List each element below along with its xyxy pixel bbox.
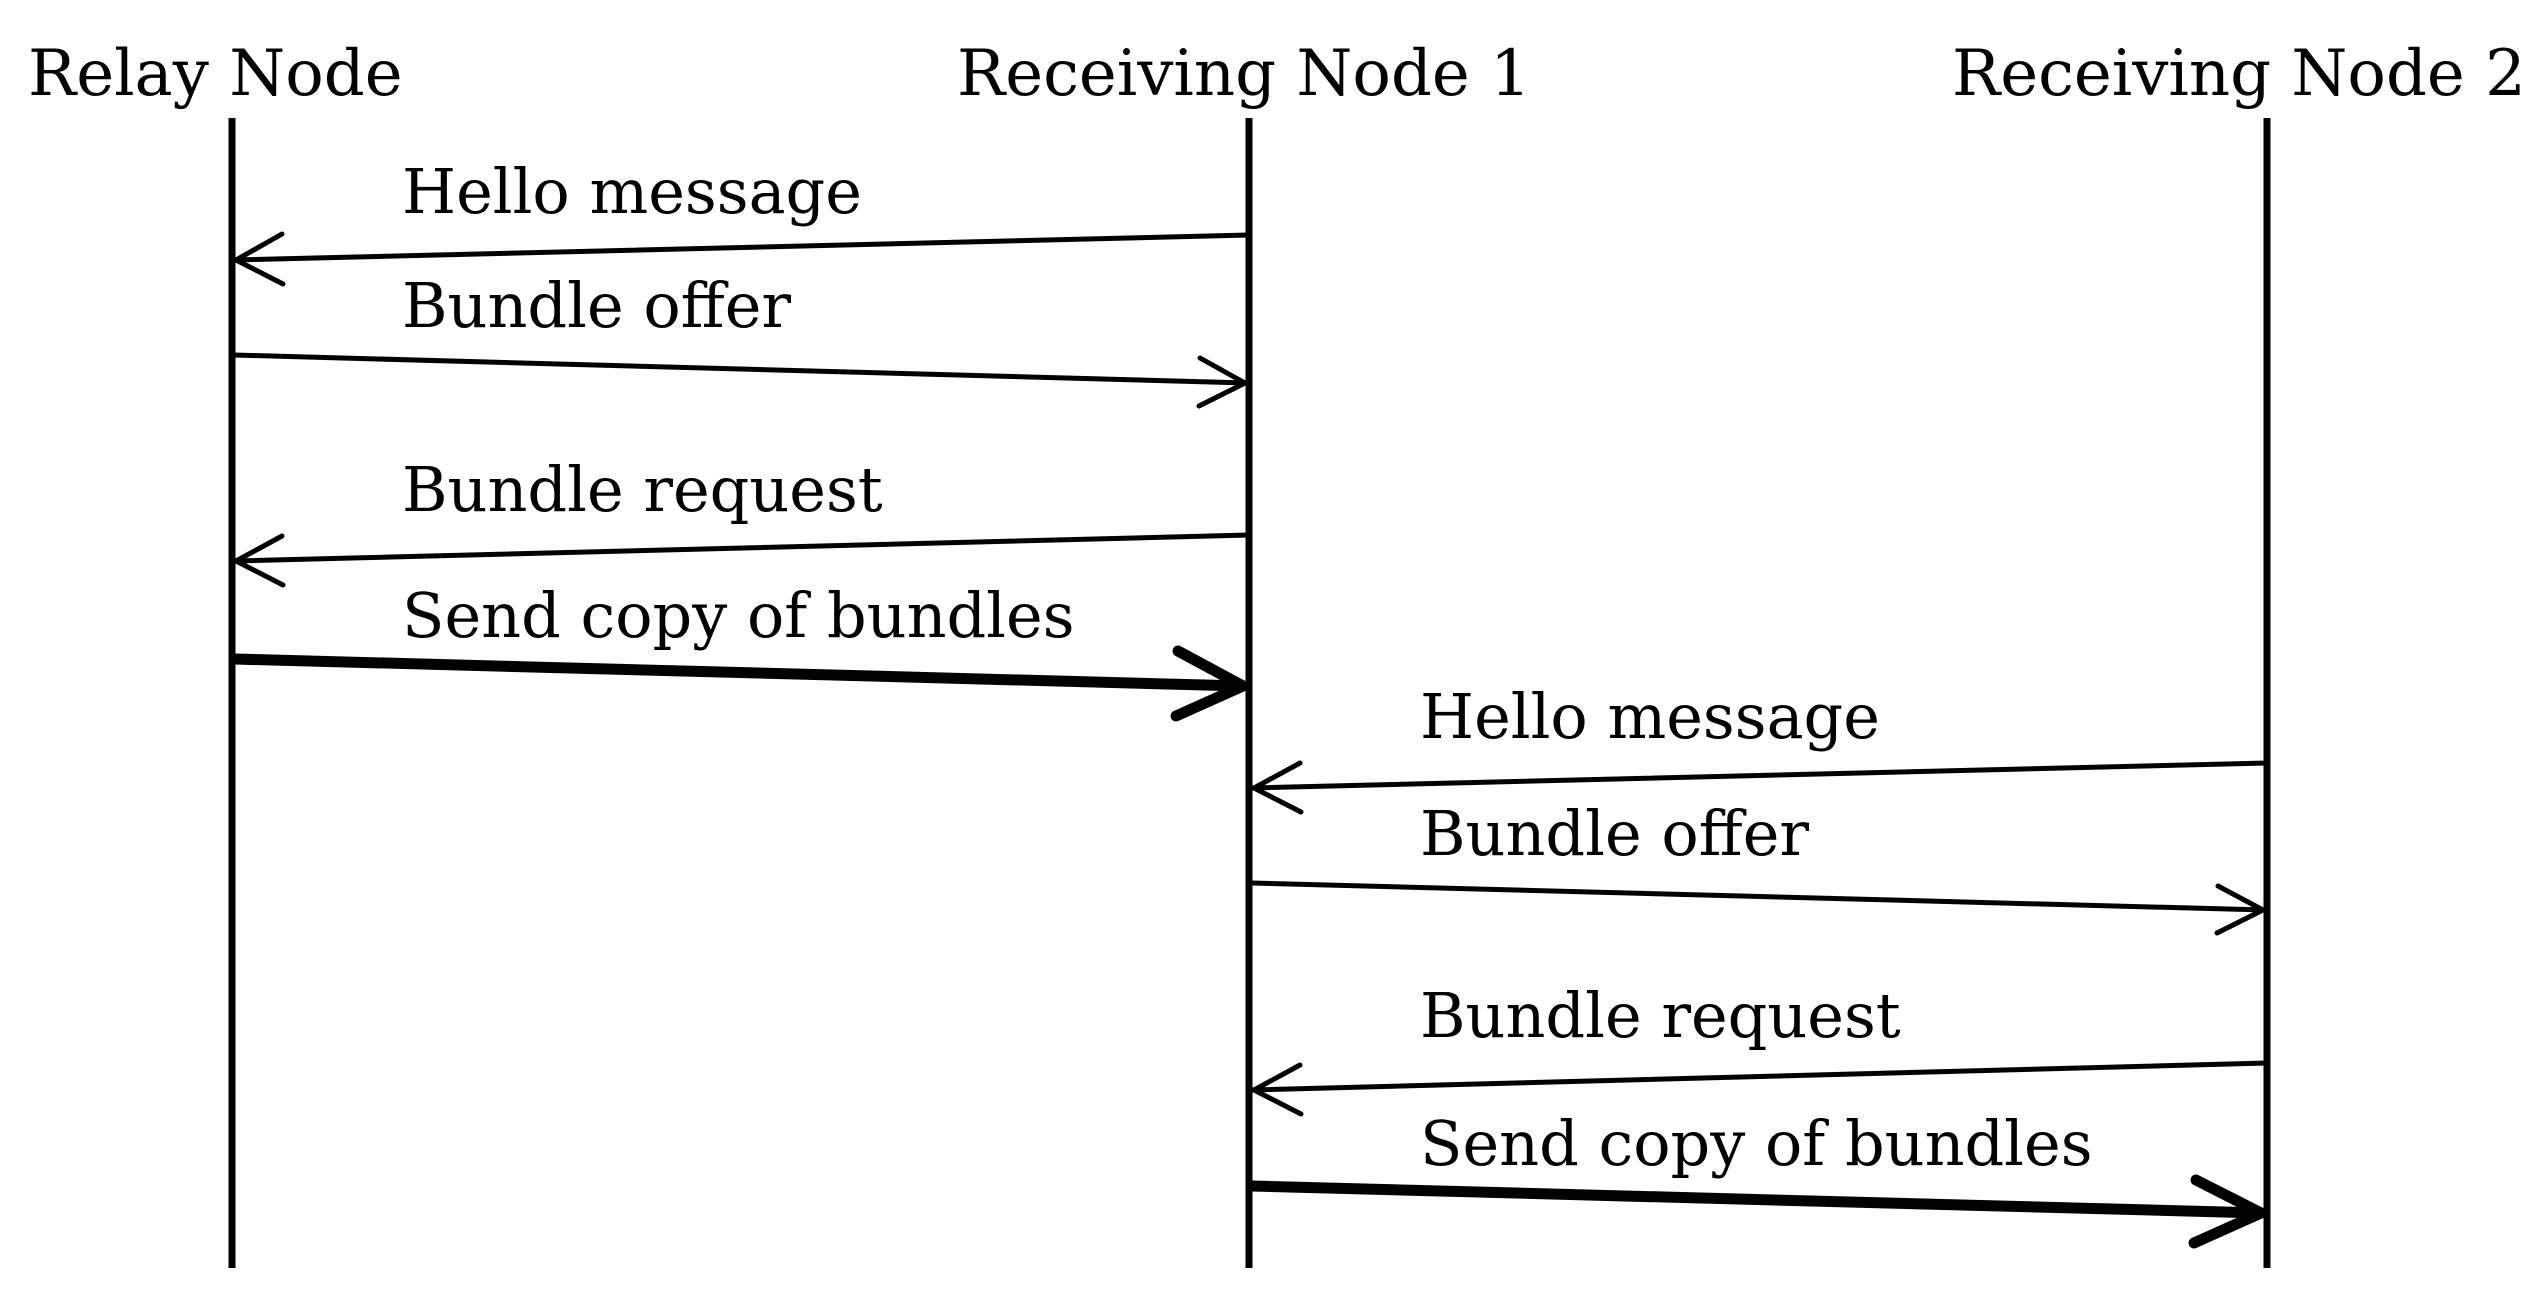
message-arrow: [231, 532, 1252, 564]
arrowhead-icon: [233, 533, 286, 588]
arrowhead-icon: [1170, 645, 1249, 722]
message-bundle-offer-1: Bundle offer: [231, 269, 1250, 409]
message-hello-1: Hello message: [231, 155, 1252, 287]
arrowhead-icon: [1196, 355, 1248, 409]
message-label: Bundle offer: [1420, 797, 1809, 870]
message-arrow: [1249, 880, 2268, 913]
message-arrow: [231, 232, 1252, 263]
message-arrow: [1249, 760, 2270, 791]
message-arrow: [1246, 1180, 2267, 1219]
message-hello-2: Hello message: [1249, 680, 2270, 815]
message-bundle-request-1: Bundle request: [231, 453, 1252, 588]
arrowhead-icon: [1251, 760, 1304, 815]
message-arrow: [1249, 1060, 2270, 1093]
message-label: Bundle request: [402, 453, 883, 526]
message-label: Send copy of bundles: [1420, 1107, 2093, 1180]
message-bundle-offer-2: Bundle offer: [1249, 797, 2268, 936]
node-label-receiving-node-2: Receiving Node 2: [1952, 37, 2524, 111]
arrowhead-icon: [233, 231, 286, 287]
message-label: Hello message: [402, 155, 862, 228]
message-arrow: [228, 653, 1249, 692]
node-label-receiving-node-1: Receiving Node 1: [957, 37, 1531, 111]
message-label: Bundle request: [1420, 979, 1901, 1052]
node-label-relay: Relay Node: [28, 37, 403, 111]
arrowhead-icon: [2188, 1174, 2267, 1249]
message-label: Hello message: [1420, 680, 1880, 753]
message-label: Bundle offer: [402, 269, 791, 342]
message-send-copy-1: Send copy of bundles: [228, 579, 1249, 722]
message-bundle-request-2: Bundle request: [1249, 979, 2270, 1117]
arrowhead-icon: [1251, 1062, 1304, 1117]
message-arrow: [231, 352, 1250, 386]
arrowhead-icon: [2214, 883, 2266, 936]
message-label: Send copy of bundles: [402, 579, 1075, 652]
message-send-copy-2: Send copy of bundles: [1246, 1107, 2267, 1249]
